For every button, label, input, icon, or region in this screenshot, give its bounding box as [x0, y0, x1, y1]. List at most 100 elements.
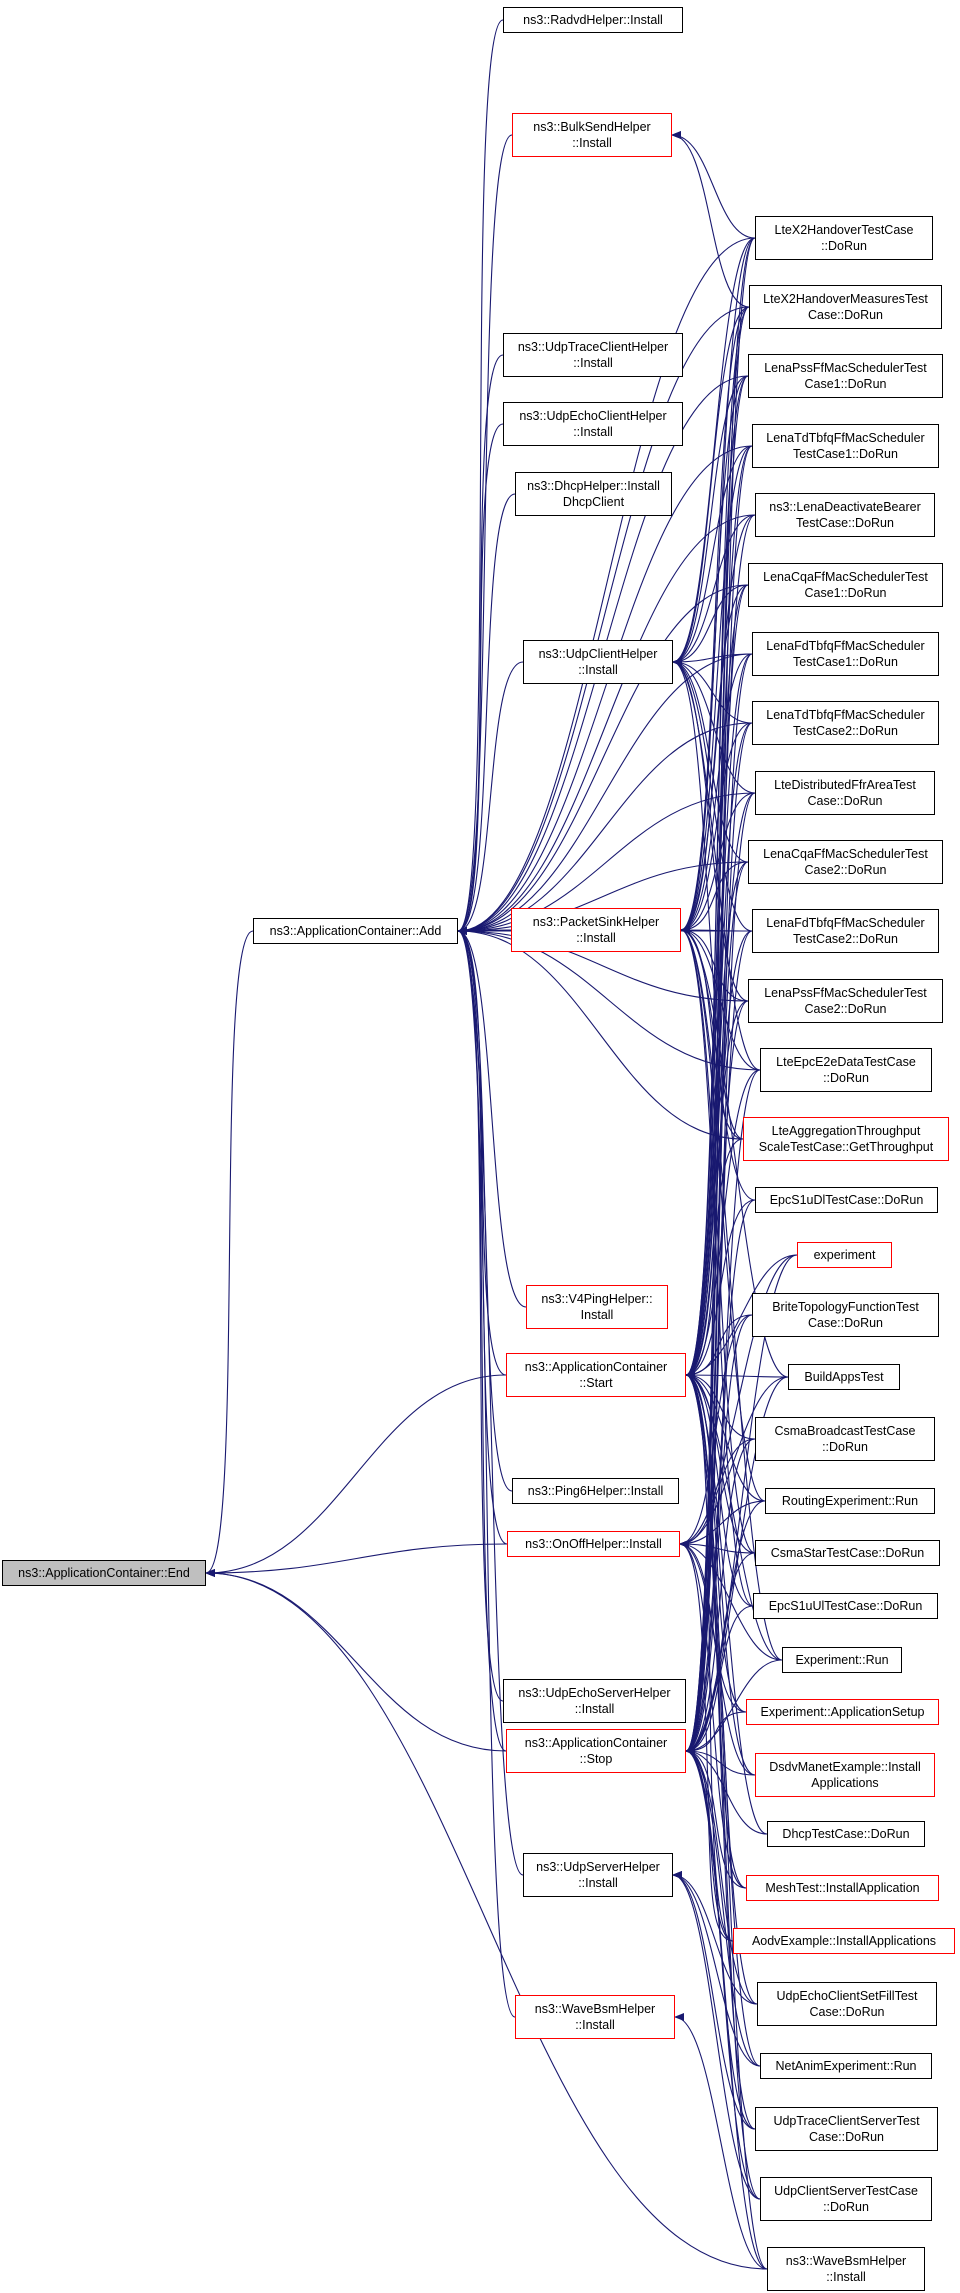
node-v4ping[interactable]: ns3::V4PingHelper:: Install: [526, 1285, 668, 1329]
edge-buildapps-to-start: [685, 1371, 789, 1380]
edge-tdtbfq1-to-packetsink: [680, 445, 753, 934]
node-mesh[interactable]: MeshTest::InstallApplication: [746, 1875, 939, 1901]
node-csmabc[interactable]: CsmaBroadcastTestCase ::DoRun: [755, 1417, 935, 1461]
edge-csmabc-to-onoff: [679, 1438, 756, 1548]
edge-fdtbfq2-to-udpclient: [672, 658, 753, 932]
node-dffr[interactable]: LteDistributedFfrAreaTest Case::DoRun: [755, 771, 935, 815]
node-pss1[interactable]: LenaPssFfMacSchedulerTest Case1::DoRun: [748, 354, 943, 398]
node-s1uul[interactable]: EpcS1uUlTestCase::DoRun: [753, 1593, 938, 1619]
edge-netanim-to-stop: [685, 1747, 761, 2067]
edge-x2ho-to-udpclient: [672, 237, 756, 666]
node-cqa2[interactable]: LenaCqaFfMacSchedulerTest Case2::DoRun: [748, 840, 943, 884]
node-onoff[interactable]: ns3::OnOffHelper::Install: [507, 1531, 680, 1557]
node-pss2[interactable]: LenaPssFfMacSchedulerTest Case2::DoRun: [748, 979, 943, 1023]
node-udpcs[interactable]: UdpClientServerTestCase ::DoRun: [760, 2177, 932, 2221]
node-bulksend[interactable]: ns3::BulkSendHelper ::Install: [512, 113, 672, 157]
edge-x2hom-to-udpclient: [672, 306, 750, 666]
edge-pss1-to-start: [685, 375, 749, 1379]
edge-x2hom-to-packetsink: [680, 306, 750, 934]
edge-udpechofill-to-stop: [685, 1747, 758, 2005]
edge-cqa1-to-start: [685, 584, 749, 1379]
edge-brite-to-stop: [685, 1314, 753, 1755]
node-start[interactable]: ns3::ApplicationContainer ::Start: [506, 1353, 686, 1397]
edge-tdtbfq2-to-packetsink: [680, 722, 753, 934]
edge-dsdv-to-onoff: [679, 1540, 756, 1776]
edge-aggr-to-start: [685, 1138, 744, 1379]
edge-csmabc-to-stop: [685, 1438, 756, 1755]
node-radvd[interactable]: ns3::RadvdHelper::Install: [503, 7, 683, 33]
edge-x2hom-to-add: [457, 306, 750, 935]
node-fdtbfq2[interactable]: LenaFdTbfqFfMacScheduler TestCase2::DoRu…: [752, 909, 939, 953]
edge-deact-to-udpclient: [672, 514, 756, 666]
node-brite[interactable]: BriteTopologyFunctionTest Case::DoRun: [752, 1293, 939, 1337]
node-udpserver[interactable]: ns3::UdpServerHelper ::Install: [523, 1853, 673, 1897]
node-wavebsm2[interactable]: ns3::WaveBsmHelper ::Install: [767, 2247, 925, 2291]
node-aggr[interactable]: LteAggregationThroughput ScaleTestCase::…: [743, 1117, 949, 1161]
edge-s1uul-to-stop: [685, 1605, 754, 1755]
edge-start-to-add: [457, 927, 507, 1376]
edge-radvd-to-add: [457, 19, 504, 935]
edge-routing-to-onoff: [679, 1500, 766, 1548]
node-ping6[interactable]: ns3::Ping6Helper::Install: [512, 1478, 679, 1504]
node-add[interactable]: ns3::ApplicationContainer::Add: [253, 918, 458, 944]
node-fdtbfq1[interactable]: LenaFdTbfqFfMacScheduler TestCase1::DoRu…: [752, 632, 939, 676]
edge-cqa1-to-packetsink: [680, 584, 749, 934]
edge-dhcptest-to-start: [685, 1371, 768, 1835]
node-x2ho[interactable]: LteX2HandoverTestCase ::DoRun: [755, 216, 933, 260]
node-udptraceclient[interactable]: ns3::UdpTraceClientHelper ::Install: [503, 333, 683, 377]
edge-tdtbfq1-to-udpclient: [672, 445, 753, 666]
node-wavebsm[interactable]: ns3::WaveBsmHelper ::Install: [515, 1995, 675, 2039]
node-udpclient[interactable]: ns3::UdpClientHelper ::Install: [523, 640, 673, 684]
edge-cqa2-to-stop: [685, 861, 749, 1755]
node-s1udl[interactable]: EpcS1uDlTestCase::DoRun: [755, 1187, 938, 1213]
edge-csmastar-to-onoff: [679, 1540, 756, 1554]
edge-wavebsm2-to-end: [205, 1569, 768, 2270]
node-udptcs[interactable]: UdpTraceClientServerTest Case::DoRun: [755, 2107, 938, 2151]
node-dsdv[interactable]: DsdvManetExample::Install Applications: [755, 1753, 935, 1797]
edge-cqa2-to-start: [685, 861, 749, 1379]
edge-pss1-to-stop: [685, 375, 749, 1755]
edge-v4ping-to-add: [457, 927, 527, 1308]
edge-csmastar-to-stop: [685, 1552, 756, 1755]
node-netanim[interactable]: NetAnimExperiment::Run: [760, 2053, 932, 2079]
edge-udpechofill-to-udpserver: [672, 1871, 758, 2005]
node-tdtbfq2[interactable]: LenaTdTbfqFfMacScheduler TestCase2::DoRu…: [752, 701, 939, 745]
edge-wavebsm-to-add: [457, 927, 516, 2018]
edge-bulksend-to-add: [457, 134, 513, 935]
node-experiment[interactable]: experiment: [797, 1242, 892, 1268]
node-udpechofill[interactable]: UdpEchoClientSetFillTest Case::DoRun: [757, 1982, 937, 2026]
edge-netanim-to-udpserver: [672, 1871, 761, 2067]
node-cqa1[interactable]: LenaCqaFfMacSchedulerTest Case1::DoRun: [748, 563, 943, 607]
node-csmastar[interactable]: CsmaStarTestCase::DoRun: [755, 1540, 940, 1566]
node-dhcptest[interactable]: DhcpTestCase::DoRun: [767, 1821, 925, 1847]
edge-exprun-to-stop: [685, 1659, 783, 1755]
edge-onoff-to-end: [205, 1543, 508, 1577]
node-x2hom[interactable]: LteX2HandoverMeasuresTest Case::DoRun: [749, 285, 942, 329]
edge-x2ho-to-add: [457, 237, 756, 935]
edge-dffr-to-packetsink: [680, 792, 756, 934]
edge-stop-to-add: [457, 927, 507, 1752]
node-epce2e[interactable]: LteEpcE2eDataTestCase ::DoRun: [760, 1048, 932, 1092]
edge-stop-to-end: [205, 1569, 507, 1752]
node-appsetup[interactable]: Experiment::ApplicationSetup: [746, 1699, 939, 1725]
node-routing[interactable]: RoutingExperiment::Run: [765, 1488, 935, 1514]
edge-udpserver-to-add: [457, 927, 524, 1876]
node-buildapps[interactable]: BuildAppsTest: [788, 1364, 900, 1390]
node-udpechoclient[interactable]: ns3::UdpEchoClientHelper ::Install: [503, 402, 683, 446]
node-tdtbfq1[interactable]: LenaTdTbfqFfMacScheduler TestCase1::DoRu…: [752, 424, 939, 468]
edge-aggr-to-add: [457, 927, 744, 1140]
node-aodv[interactable]: AodvExample::InstallApplications: [733, 1928, 955, 1954]
node-udpechoserver[interactable]: ns3::UdpEchoServerHelper ::Install: [503, 1679, 686, 1723]
edge-fdtbfq1-to-start: [685, 653, 753, 1379]
node-dhcp[interactable]: ns3::DhcpHelper::Install DhcpClient: [515, 472, 672, 516]
node-stop[interactable]: ns3::ApplicationContainer ::Stop: [506, 1729, 686, 1773]
edge-epce2e-to-stop: [685, 1069, 761, 1755]
node-deact[interactable]: ns3::LenaDeactivateBearer TestCase::DoRu…: [755, 493, 935, 537]
edge-x2hom-to-bulksend: [671, 131, 750, 308]
node-exprun[interactable]: Experiment::Run: [782, 1647, 902, 1673]
edge-pss1-to-udpclient: [672, 375, 749, 666]
edge-pss2-to-stop: [685, 1000, 749, 1755]
node-packetsink[interactable]: ns3::PacketSinkHelper ::Install: [511, 908, 681, 952]
edge-experiment-to-stop: [685, 1254, 798, 1755]
